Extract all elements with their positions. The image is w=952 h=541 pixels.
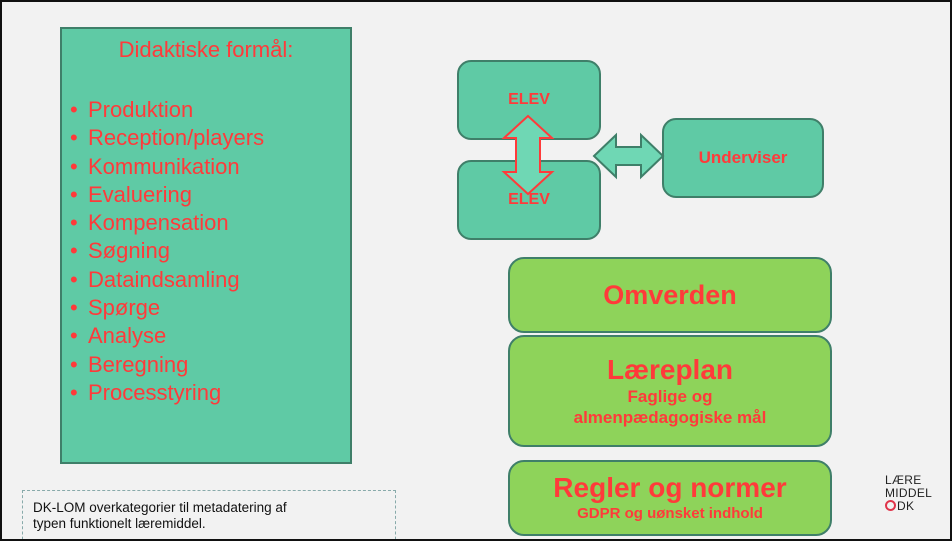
list-item: •Reception/players [70,125,265,151]
list-item: •Analyse [70,323,167,349]
elev-bottom-label: ELEV [508,191,550,208]
elev-top-label: ELEV [508,91,550,108]
list-item: •Evaluering [70,181,192,207]
list-item: •Søgning [70,238,170,264]
note-line-1: DK-LOM overkategorier til metadatering a… [33,500,287,515]
list-item: •Kompensation [70,210,229,236]
omverden-label: Omverden [603,279,737,310]
list-item: •Processtyring [70,379,222,405]
omverden-box: Omverden [508,257,832,333]
list-item: •Beregning [70,351,189,377]
logo-line-1: LÆRE [885,473,922,487]
laereplan-title: Læreplan [606,354,734,385]
list-item: •Produktion [70,97,194,122]
panel-title: Didaktiske formål: [118,37,294,62]
note-line-2: typen funktionelt læremiddel. [33,516,206,531]
laereplan-box: Læreplan Faglige og almenpædagogiske mål [508,335,832,447]
logo-line-3: DK [885,500,932,513]
list-item: •Dataindsamling [70,266,240,292]
logo-ring-icon [885,500,896,511]
purpose-list: •Produktion •Reception/players •Kommunik… [70,96,264,407]
caption-note: DK-LOM overkategorier til metadatering a… [22,490,396,539]
laeremiddel-logo: LÆRE MIDDEL DK [885,474,932,513]
laereplan-sub-1: Faglige og [627,387,713,406]
horizontal-double-arrow-icon [592,132,665,180]
regler-title: Regler og normer [553,472,787,503]
vertical-double-arrow-icon [501,114,555,196]
regler-sub: GDPR og uønsket indhold [577,505,763,522]
regler-box: Regler og normer GDPR og uønsket indhold [508,460,832,536]
logo-line-2: MIDDEL [885,486,933,500]
underviser-label: Underviser [698,148,788,167]
didactic-purposes-panel: Didaktiske formål: •Produktion •Receptio… [60,27,352,464]
list-item: •Spørge [70,295,161,321]
laereplan-sub-2: almenpædagogiske mål [573,408,767,427]
list-item: •Kommunikation [70,153,240,179]
underviser-box: Underviser [662,118,824,198]
